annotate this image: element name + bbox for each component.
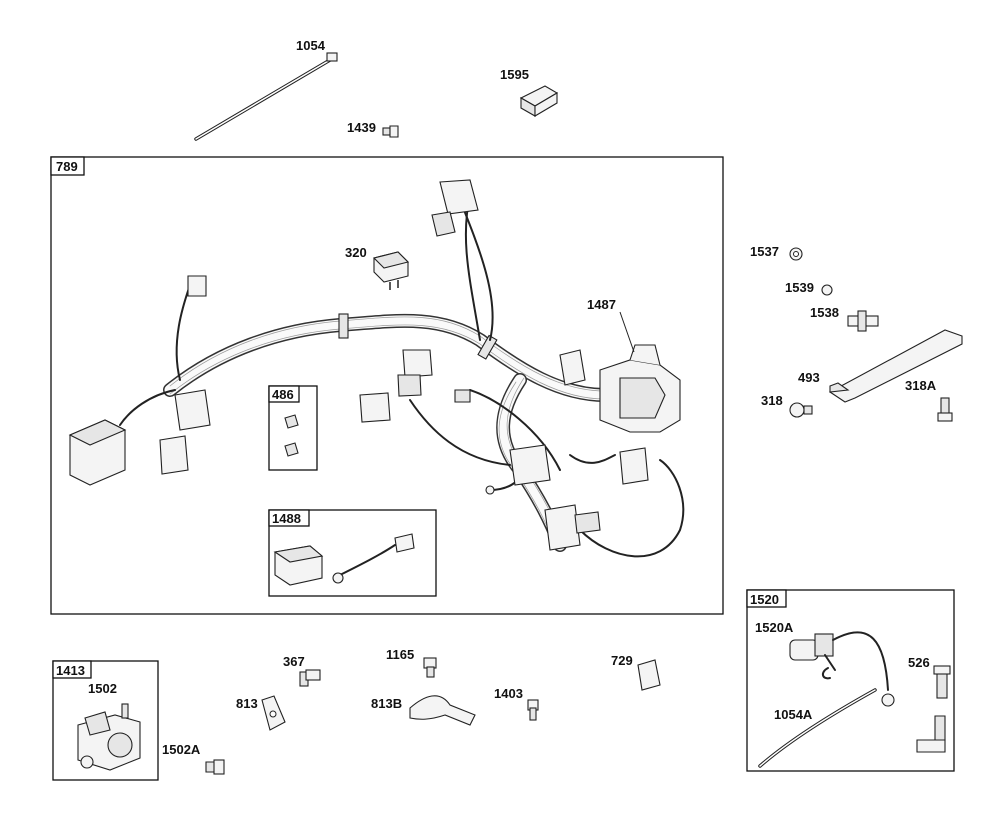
label-1520: 1520 (750, 592, 779, 607)
screw-1403 (527, 699, 539, 721)
sensor-mount-tag (52, 660, 92, 679)
connector-kit-tag (268, 509, 310, 527)
label-789: 789 (56, 159, 78, 174)
label-318: 318 (761, 393, 783, 408)
label-1403: 1403 (494, 686, 523, 701)
fuse-kit-tag (268, 385, 300, 403)
label-1539: 1539 (785, 280, 814, 295)
clip-729 (637, 659, 661, 691)
wiring-harness-1487 (68, 179, 685, 558)
label-1439: 1439 (347, 120, 376, 135)
connector-1488 (273, 533, 415, 586)
sensor-kit-box (746, 589, 955, 772)
screw-1165 (423, 657, 437, 678)
label-1165: 1165 (386, 647, 414, 662)
cable-tie-1054 (194, 52, 338, 141)
screw-526 (933, 665, 951, 699)
cable-tie-1054A (758, 688, 877, 768)
bracket-icon (916, 715, 946, 753)
screw-318A (937, 397, 953, 422)
label-1520A: 1520A (755, 620, 794, 635)
sensor-kit-tag (746, 589, 787, 608)
label-1595: 1595 (500, 67, 529, 82)
label-1502A: 1502A (162, 742, 201, 757)
nut-1537 (789, 247, 803, 261)
screw-1439 (382, 125, 399, 138)
label-813B: 813B (371, 696, 402, 711)
clamp-813B (409, 695, 476, 726)
bracket-493 (828, 329, 963, 403)
screw-318 (789, 402, 813, 418)
label-318A: 318A (905, 378, 937, 393)
relay-320 (372, 251, 410, 290)
label-1502: 1502 (88, 681, 117, 696)
label-1413: 1413 (56, 663, 85, 678)
clip-813 (261, 695, 286, 731)
label-1054: 1054 (296, 38, 326, 53)
screw-1502A (205, 759, 225, 775)
screw-367 (299, 669, 321, 687)
label-1488: 1488 (272, 511, 301, 526)
harness-kit-tag (50, 156, 85, 176)
label-526: 526 (908, 655, 930, 670)
connector-1595 (519, 85, 559, 117)
label-1487: 1487 (587, 297, 616, 312)
label-367: 367 (283, 654, 305, 669)
leader-1487 (619, 311, 635, 353)
label-1537: 1537 (750, 244, 779, 259)
throttle-sensor-icon (77, 703, 141, 771)
fuse-icon (284, 414, 299, 457)
standoff-1538 (847, 310, 879, 332)
label-1538: 1538 (810, 305, 839, 320)
label-1054A: 1054A (774, 707, 813, 722)
sensor-1520A (789, 631, 895, 707)
label-320: 320 (345, 245, 367, 260)
sensor-mount-box (52, 660, 159, 781)
label-729: 729 (611, 653, 633, 668)
connector-kit-box (268, 509, 437, 597)
nut-1539 (821, 284, 833, 296)
label-813: 813 (236, 696, 258, 711)
label-486: 486 (272, 387, 294, 402)
harness-kit-box (50, 156, 724, 615)
label-493: 493 (798, 370, 820, 385)
